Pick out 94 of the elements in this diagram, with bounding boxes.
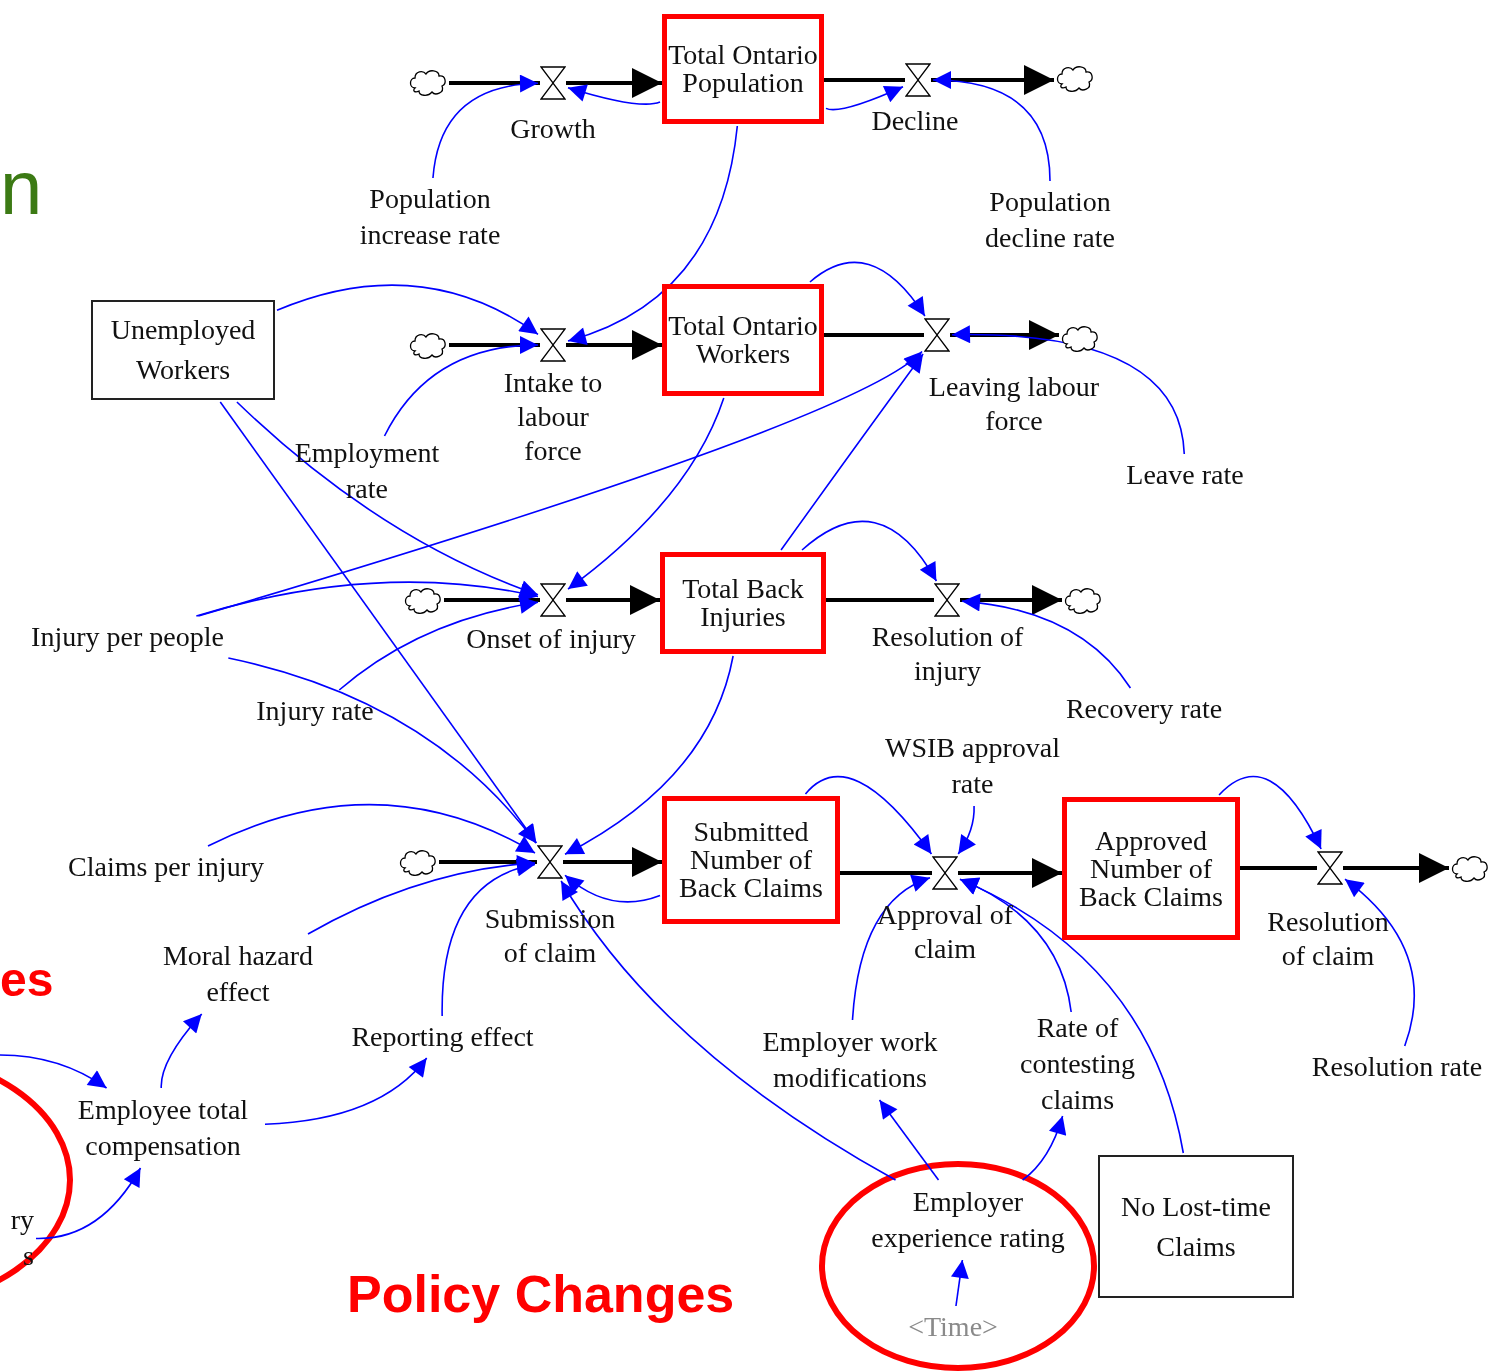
variable-label: Employee total compensation (63, 1090, 263, 1166)
link-arrow (959, 878, 1185, 1154)
flow-label: Decline (870, 104, 960, 138)
flow-label: Onset of injury (465, 622, 637, 656)
link-arrow (564, 874, 661, 903)
link-arrow (567, 84, 661, 105)
stock-box: Total Ontario Population (662, 14, 824, 124)
flow-pipe (960, 585, 1062, 615)
link-arrow (567, 397, 725, 590)
valve-symbol (1317, 851, 1343, 885)
valve-symbol (934, 583, 960, 617)
variable-label: Claims per injury (52, 848, 280, 886)
variable-label: Leave rate (1110, 456, 1260, 494)
link-arrow (236, 401, 539, 597)
flow-pipe (444, 598, 540, 602)
valve-symbol (540, 66, 566, 100)
variable-label: Moral hazard effect (148, 936, 328, 1012)
flow-label: Growth (509, 112, 597, 146)
variable-label: <Time> (893, 1308, 1013, 1346)
stock-box: Submitted Number of Back Claims (662, 796, 840, 924)
valve-symbol (924, 318, 950, 352)
valve-symbol (932, 856, 958, 890)
link-arrow (951, 1259, 969, 1307)
link-arrow (338, 596, 539, 691)
flow-pipe (824, 78, 905, 82)
variable-label: Resolution rate (1296, 1048, 1498, 1086)
variable-label: Recovery rate (1048, 690, 1240, 728)
link-arrow (1344, 878, 1415, 1047)
link-arrow (160, 1013, 203, 1089)
link-arrow (432, 75, 539, 179)
note-text: es (0, 956, 54, 1004)
link-arrow (959, 878, 1072, 1013)
link-arrow (307, 855, 536, 935)
flow-pipe (566, 585, 660, 615)
flow-pipe (449, 343, 540, 347)
flow-pipe (566, 330, 662, 360)
stock-box: Total Back Injuries (660, 552, 826, 654)
valve-symbol (540, 328, 566, 362)
link-arrow (195, 581, 539, 617)
variable-label: Injury per people (10, 618, 245, 656)
flow-pipe (826, 598, 934, 602)
valve-symbol (540, 583, 566, 617)
variable-label: Rate of contesting claims (1005, 1014, 1150, 1114)
variable-label: Employer work modifications (745, 1022, 955, 1098)
variable-label: Employment rate (278, 438, 456, 504)
variable-label: Reporting effect (335, 1018, 550, 1056)
flow-label: Intake to labour force (502, 366, 604, 468)
link-arrow (0, 1054, 108, 1089)
flow-pipe (439, 860, 537, 864)
flow-pipe (958, 858, 1062, 888)
link-arrow (1218, 775, 1322, 850)
link-arrow (207, 803, 536, 854)
link-arrow (276, 284, 539, 336)
note-text: n (0, 150, 43, 226)
link-arrow (441, 859, 536, 1017)
flow-pipe (449, 81, 540, 85)
variable-label: Population decline rate (965, 183, 1135, 257)
link-arrow (560, 880, 897, 1181)
flow-label: Leaving labour force (927, 370, 1101, 438)
variable-box: Unemployed Workers (91, 300, 275, 400)
link-arrow (801, 520, 938, 582)
link-arrow (1021, 1115, 1066, 1181)
flow-pipe (840, 871, 932, 875)
link-arrow (567, 125, 739, 345)
link-arrow (932, 71, 1051, 182)
link-arrow (809, 261, 926, 317)
link-arrow (961, 594, 1132, 689)
flow-pipe (950, 320, 1059, 350)
variable-label: Injury rate (245, 692, 385, 730)
flow-pipe (824, 333, 924, 337)
link-arrow (264, 1057, 428, 1126)
variable-label: Population increase rate (340, 180, 520, 254)
flow-pipe (1343, 853, 1449, 883)
stock-box: Total Ontario Workers (662, 284, 824, 396)
stock-box: Approved Number of Back Claims (1062, 797, 1240, 940)
variable-label: Employer experience rating (850, 1182, 1086, 1258)
flow-pipe (1240, 866, 1317, 870)
variable-box: No Lost-time Claims (1098, 1155, 1294, 1298)
link-arrow (227, 657, 537, 844)
flow-label: Resolution of injury (870, 620, 1025, 688)
link-arrow (825, 85, 904, 111)
valve-symbol (905, 63, 931, 97)
flow-pipe (931, 65, 1054, 95)
link-arrow (780, 353, 924, 551)
link-arrow (564, 655, 734, 856)
flow-pipe (566, 68, 662, 98)
link-arrow (383, 336, 539, 437)
flow-pipe (563, 847, 662, 877)
link-arrow (804, 775, 933, 855)
flow-label: Resolution of claim (1266, 905, 1390, 973)
link-arrow (957, 805, 976, 855)
valve-symbol (537, 845, 563, 879)
link-arrow (951, 325, 1186, 455)
link-arrow (219, 401, 538, 844)
